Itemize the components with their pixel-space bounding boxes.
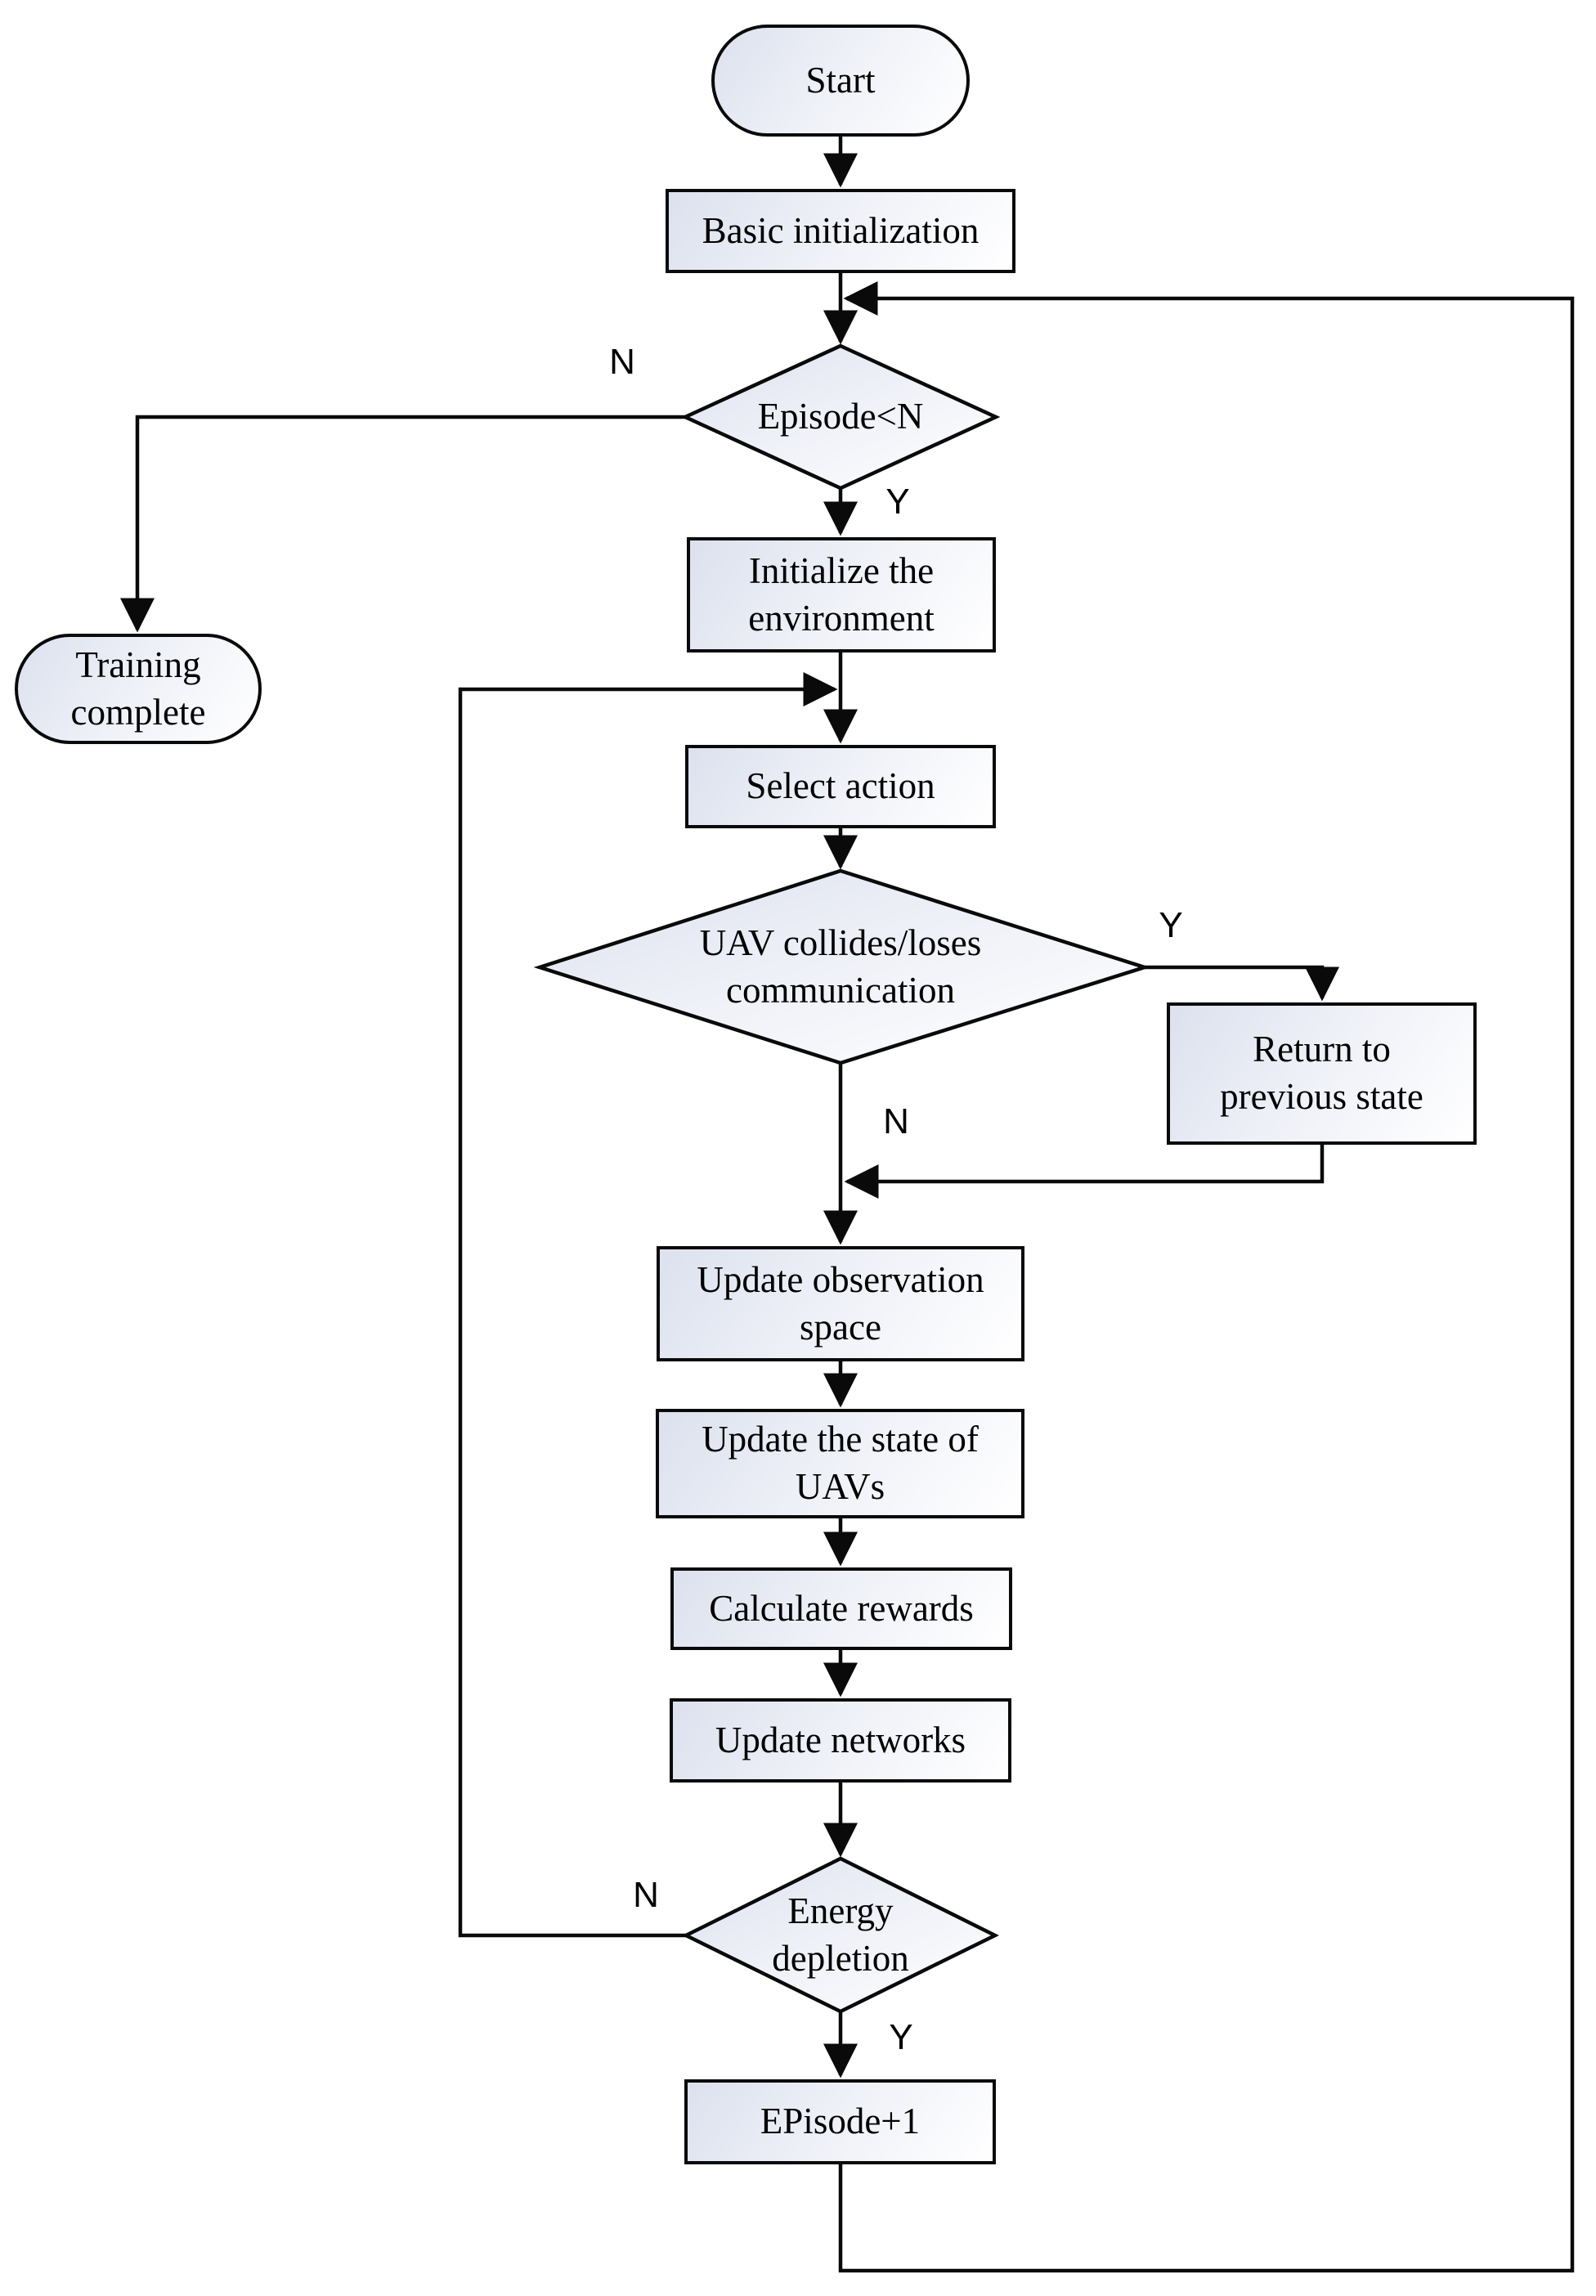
node-start: Start: [711, 25, 970, 137]
node-calculate-rewards: Calculate rewards: [670, 1567, 1012, 1650]
node-calculate-rewards-label: Calculate rewards: [709, 1587, 974, 1629]
edge-label-uav-no: N: [883, 1101, 909, 1141]
node-update-observation-space: Update observation space: [657, 1246, 1024, 1361]
edge-label-energy-yes: Y: [889, 2017, 913, 2057]
node-select-action-label: Select action: [746, 765, 935, 807]
edge-episode-no-to-training-complete: [120, 415, 685, 633]
node-update-state-of-uavs: Update the state of UAVs: [656, 1409, 1024, 1518]
edge-return-prev-merge: [844, 1145, 1325, 1199]
edge-episode-inc-loop-to-episode-check: [838, 281, 1575, 2273]
node-start-label: Start: [805, 59, 876, 101]
node-return-previous-state-label: Return to previous state: [1220, 1029, 1423, 1117]
node-basic-initialization-label: Basic initialization: [702, 209, 980, 251]
edge-label-uav-yes: Y: [1159, 905, 1183, 945]
edge-uav-yes-to-return-prev: [1142, 965, 1339, 1002]
node-select-action: Select action: [685, 745, 996, 828]
node-initialize-environment-label: Initialize the environment: [748, 549, 935, 639]
node-update-state-of-uavs-label: Update the state of UAVs: [702, 1419, 979, 1507]
node-update-networks: Update networks: [670, 1698, 1011, 1783]
node-training-complete-label: Training complete: [70, 644, 206, 733]
node-initialize-environment: Initialize the environment: [687, 537, 996, 652]
node-energy-check-label: Energy depletion: [772, 1890, 909, 1979]
node-episode-check-label: Episode<N: [757, 396, 924, 437]
node-update-networks-label: Update networks: [715, 1719, 966, 1760]
node-return-previous-state: Return to previous state: [1167, 1002, 1477, 1145]
node-uav-check-label: UAV collides/loses communication: [699, 922, 982, 1011]
node-episode-plus-1-label: EPisode+1: [760, 2101, 921, 2142]
node-training-complete: Training complete: [15, 634, 262, 744]
edge-label-episode-yes: Y: [885, 482, 910, 522]
edge-label-episode-no: N: [609, 342, 635, 382]
edge-energy-no-loop-to-select-action: [458, 672, 838, 1938]
node-episode-plus-1: EPisode+1: [684, 2079, 996, 2164]
edge-label-energy-no: N: [633, 1875, 659, 1915]
node-basic-initialization: Basic initialization: [666, 189, 1015, 273]
node-update-observation-space-label: Update observation space: [697, 1258, 984, 1348]
